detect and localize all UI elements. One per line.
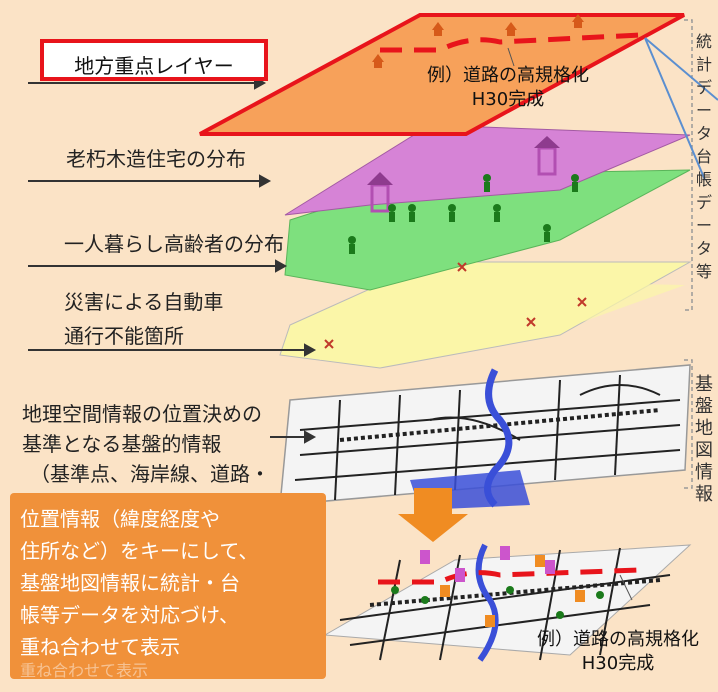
disaster-layer [279, 261, 692, 369]
note-bottom: 例）道路の高規格化 H30完成 [520, 628, 716, 676]
top-layer [199, 13, 685, 136]
base-text-line2: 基準となる基盤的情報 [22, 432, 222, 456]
down-arrow [398, 488, 468, 542]
houses-layer [284, 78, 691, 216]
people-markers [348, 174, 579, 254]
combined-map [323, 543, 692, 662]
key-layer-label: 地方重点レイヤー [74, 54, 234, 78]
note-top-line1: 例）道路の高規格化 [427, 65, 589, 86]
side-label-basemap: 基盤地図情報 [695, 374, 713, 505]
summary-line3: 基盤地図情報に統計・台 [20, 571, 240, 595]
disaster-label-line1: 災害による自動車 [64, 290, 224, 314]
basemap-layer [279, 364, 691, 510]
summary-box: 位置情報（緯度経度や 住所など）をキーにして、 基盤地図情報に統計・台 帳等デー… [10, 493, 326, 680]
road-dashed-top [380, 32, 641, 53]
elderly-label: 一人暮らし高齢者の分布 [64, 232, 284, 256]
note-top: 例）道路の高規格化 H30完成 [408, 64, 608, 112]
disaster-label-line2: 通行不能箇所 [64, 324, 184, 348]
note-top-line2: H30完成 [471, 89, 545, 110]
base-text-line1: 地理空間情報の位置決めの [22, 402, 262, 426]
road-dashed-bottom [378, 567, 641, 585]
summary-line1: 位置情報（緯度経度や [20, 507, 220, 531]
note-bottom-line1: 例）道路の高規格化 [537, 629, 699, 650]
summary-line5: 重ね合わせて表示 [20, 635, 180, 659]
summary-line2: 住所など）をキーにして、 [20, 539, 259, 563]
key-layer-label-box: 地方重点レイヤー [40, 39, 268, 81]
summary-line4: 帳等データを対応づけ、 [20, 603, 239, 627]
side-label-stats: 統計データ台帳データ等 [695, 32, 712, 281]
note-bottom-line2: H30完成 [581, 653, 655, 674]
houses-label: 老朽木造住宅の分布 [66, 147, 246, 171]
base-text-line3: （基準点、海岸線、道路・ [30, 462, 270, 486]
summary-faded: 重ね合わせて表示 [20, 661, 149, 680]
